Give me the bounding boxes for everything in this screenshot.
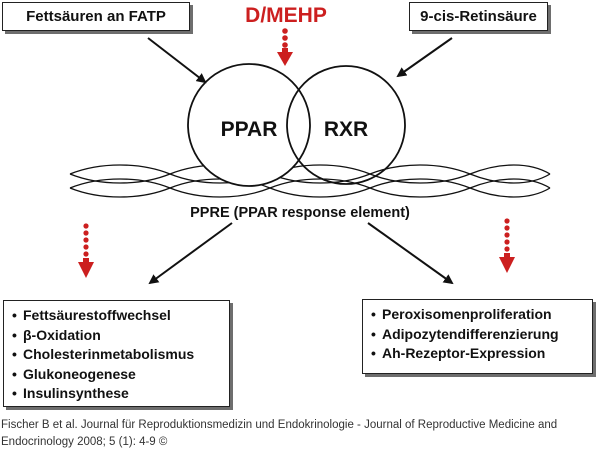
arrow-retinsaeure-to-rxr [396, 37, 453, 78]
citation-line-2: Endocrinology 2008; 5 (1): 4-9 © [1, 436, 168, 448]
red-arrow-left [78, 223, 94, 278]
red-arrow-top [277, 28, 293, 66]
citation: Fischer B et al. Journal für Reproduktio… [1, 417, 599, 451]
ppre-label: PPRE (PPAR response element) [190, 205, 410, 221]
fatp-label: Fettsäuren an FATP [26, 8, 166, 25]
right-effects-box: Peroxisomenproliferation Adipozytendiffe… [362, 299, 593, 374]
list-item: Ah-Rezeptor-Expression [371, 344, 592, 364]
list-item: Glukoneogenese [12, 365, 229, 385]
rxr-circle [286, 65, 406, 185]
list-item: Cholesterinmetabolismus [12, 345, 229, 365]
list-item: Adipozytendifferenzierung [371, 325, 592, 345]
arrow-fatp-to-ppar [147, 37, 207, 84]
fatp-box: Fettsäuren an FATP [2, 2, 190, 31]
arrow-ppre-to-left-effects [148, 222, 233, 285]
list-item: β-Oxidation [12, 326, 229, 346]
dmehp-label: D/MEHP [245, 4, 327, 27]
left-effects-box: Fettsäurestoffwechsel β-Oxidation Choles… [3, 300, 230, 407]
ppar-circle [187, 63, 311, 187]
retinsaeure-label: 9-cis-Retinsäure [420, 8, 537, 25]
list-item: Peroxisomenproliferation [371, 305, 592, 325]
arrow-ppre-to-right-effects [367, 222, 454, 285]
retinsaeure-box: 9-cis-Retinsäure [409, 2, 548, 31]
red-arrow-right [499, 218, 515, 273]
list-item: Fettsäurestoffwechsel [12, 306, 229, 326]
ppar-label: PPAR [220, 118, 278, 141]
citation-line-1: Fischer B et al. Journal für Reproduktio… [1, 419, 558, 431]
dna-strand [69, 164, 551, 198]
list-item: Insulinsynthese [12, 384, 229, 404]
rxr-label: RXR [323, 118, 369, 141]
